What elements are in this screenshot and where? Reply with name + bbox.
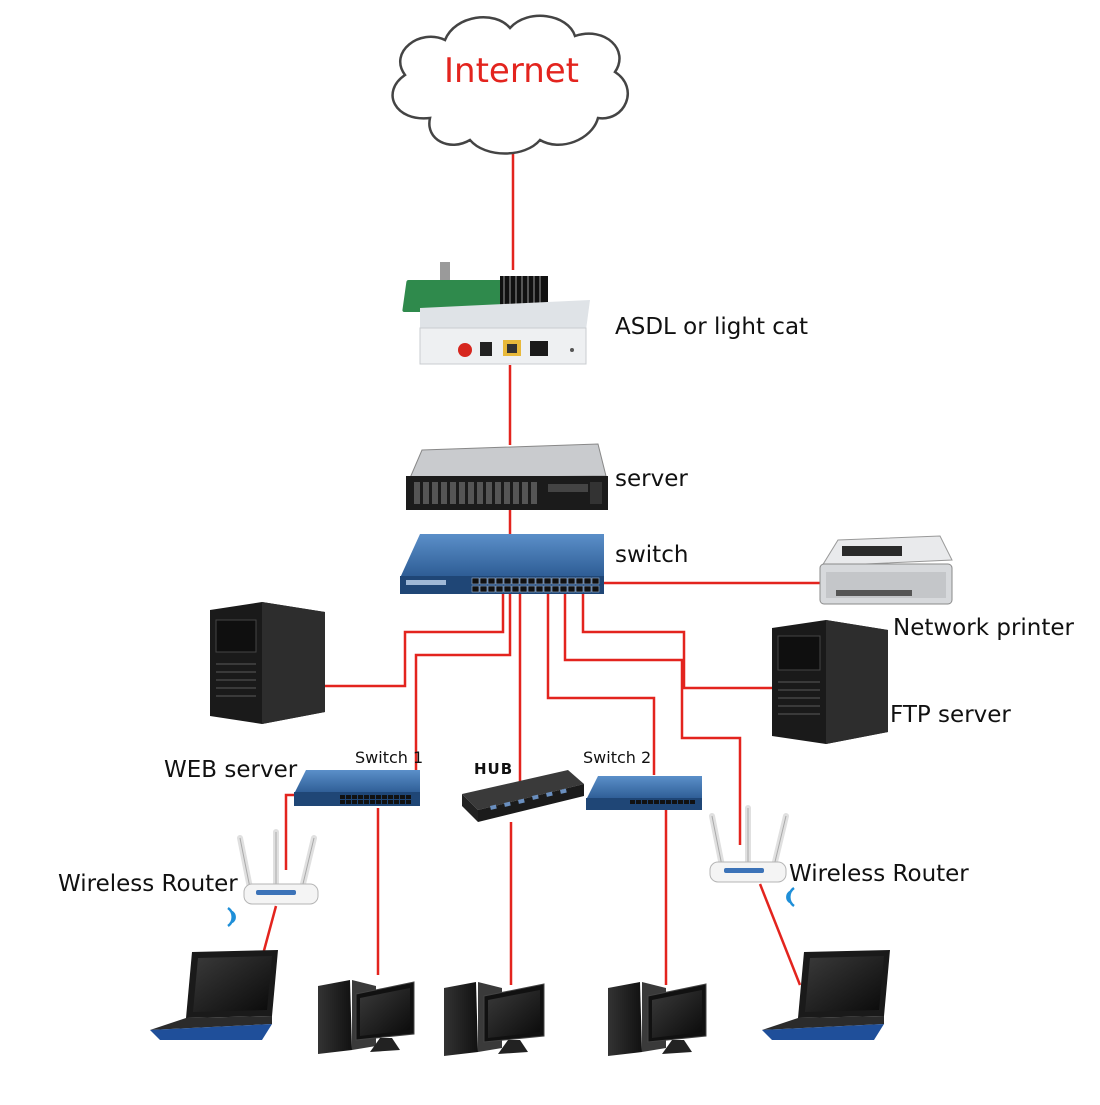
rack-server-device	[406, 443, 608, 510]
laptop-right-device	[762, 950, 890, 1040]
internet-cloud	[391, 14, 629, 155]
network-printer-label: Network printer	[893, 615, 1074, 641]
switch1-device	[294, 770, 420, 806]
modem-device	[402, 262, 590, 365]
laptop-left-device	[150, 950, 278, 1040]
web-server-label: WEB server	[164, 757, 298, 783]
desktop-pc-1-device	[318, 980, 415, 1054]
desktop-pc-2-device	[444, 982, 545, 1056]
link-switch-router-right	[563, 593, 742, 845]
wireless-router-left-device	[227, 829, 319, 928]
modem-label: ASDL or light cat	[615, 314, 809, 340]
ftp-server-label: FTP server	[890, 702, 1011, 728]
link-switch-switch1	[414, 593, 512, 770]
link-router-left-laptop	[260, 905, 278, 959]
internet-label: Internet	[444, 51, 580, 91]
ftp-server-tower	[772, 620, 888, 744]
link-switch-ftp	[581, 593, 772, 690]
switch-label: switch	[615, 542, 689, 568]
switch1-label: Switch 1	[355, 748, 424, 767]
wireless-router-right-label: Wireless Router	[789, 861, 969, 887]
desktop-pc-3-device	[608, 982, 707, 1056]
link-router-right-laptop	[758, 883, 802, 986]
link-switch1-router-left	[284, 793, 298, 870]
wireless-router-left-label: Wireless Router	[58, 871, 238, 897]
switch2-device	[586, 776, 702, 810]
main-switch-device	[400, 534, 604, 594]
web-server-tower	[210, 602, 325, 724]
server-label: server	[615, 466, 688, 492]
switch2-label: Switch 2	[583, 748, 652, 767]
wireless-router-right-device	[709, 805, 795, 908]
link-switch-web	[325, 593, 505, 688]
printer-device	[819, 535, 953, 605]
hub-device	[462, 770, 584, 822]
hub-label: HUB	[474, 760, 514, 778]
link-switch-switch2	[546, 593, 656, 775]
